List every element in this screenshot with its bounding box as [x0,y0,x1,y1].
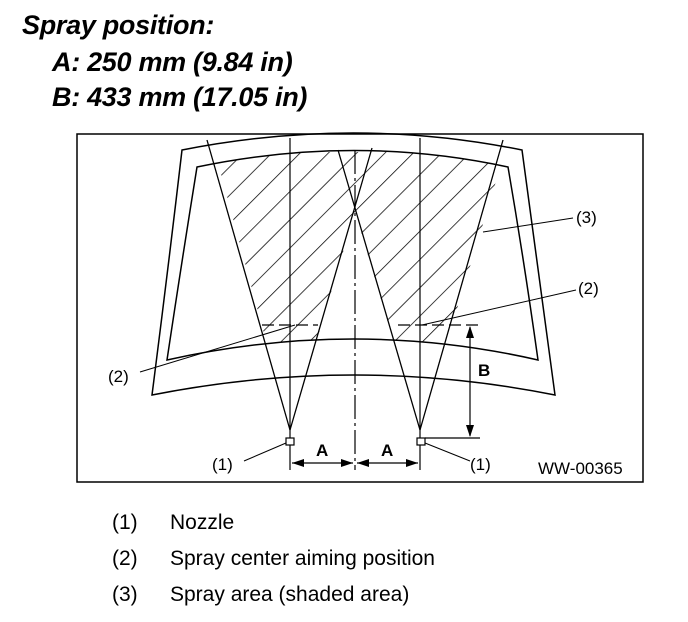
right-spray-boundary [419,139,504,431]
legend-text: Nozzle [170,511,235,534]
dimension-a-arrow [357,459,369,467]
callout-1-leader [243,442,287,462]
dimension-b-arrow [466,326,474,338]
legend-number: (2) [112,547,138,570]
callout-2-leader [139,324,296,373]
callout-2-leader [421,289,577,326]
windshield-outer [151,132,556,396]
callout-1-leader [424,442,471,462]
windshield-inner [166,149,539,361]
dimension-b-label: B [478,361,490,380]
legend-item-nozzle: (1) Nozzle [112,510,234,536]
dimension-a-label: A [381,441,393,460]
dimension-a-arrow [406,459,418,467]
callout-3: (3) [576,208,597,227]
callout-1-right: (1) [470,455,491,474]
dimension-a-label: A [316,441,328,460]
dimension-a-arrow [292,459,304,467]
left-nozzle [285,437,295,446]
right-spray-boundary [337,149,421,431]
diagram-frame [76,133,644,483]
callout-1-left: (1) [212,455,233,474]
callout-2-right: (2) [578,279,599,298]
dimension-b-arrow [466,425,474,437]
figure-code: WW-00365 [538,459,623,478]
spec-distance-a: A: 250 mm (9.84 in) [52,47,293,77]
dimension-a-arrow [341,459,353,467]
left-spray-boundary [289,147,373,431]
left-spray-area [215,152,355,360]
right-nozzle [416,437,426,446]
callout-2-left: (2) [108,367,129,386]
legend-item-aiming-position: (2) Spray center aiming position [112,546,435,572]
callout-3-leader [482,217,574,233]
spec-distance-b: B: 433 mm (17.05 in) [52,82,308,112]
legend-number: (1) [112,511,138,534]
title: Spray position: [22,10,215,40]
left-spray-boundary [206,139,291,431]
legend-number: (3) [112,583,138,606]
spray-area-shading [215,152,505,360]
legend-item-spray-area: (3) Spray area (shaded area) [112,582,409,608]
right-spray-area [355,152,505,360]
legend-text: Spray area (shaded area) [170,583,410,606]
legend-text: Spray center aiming position [170,547,435,570]
